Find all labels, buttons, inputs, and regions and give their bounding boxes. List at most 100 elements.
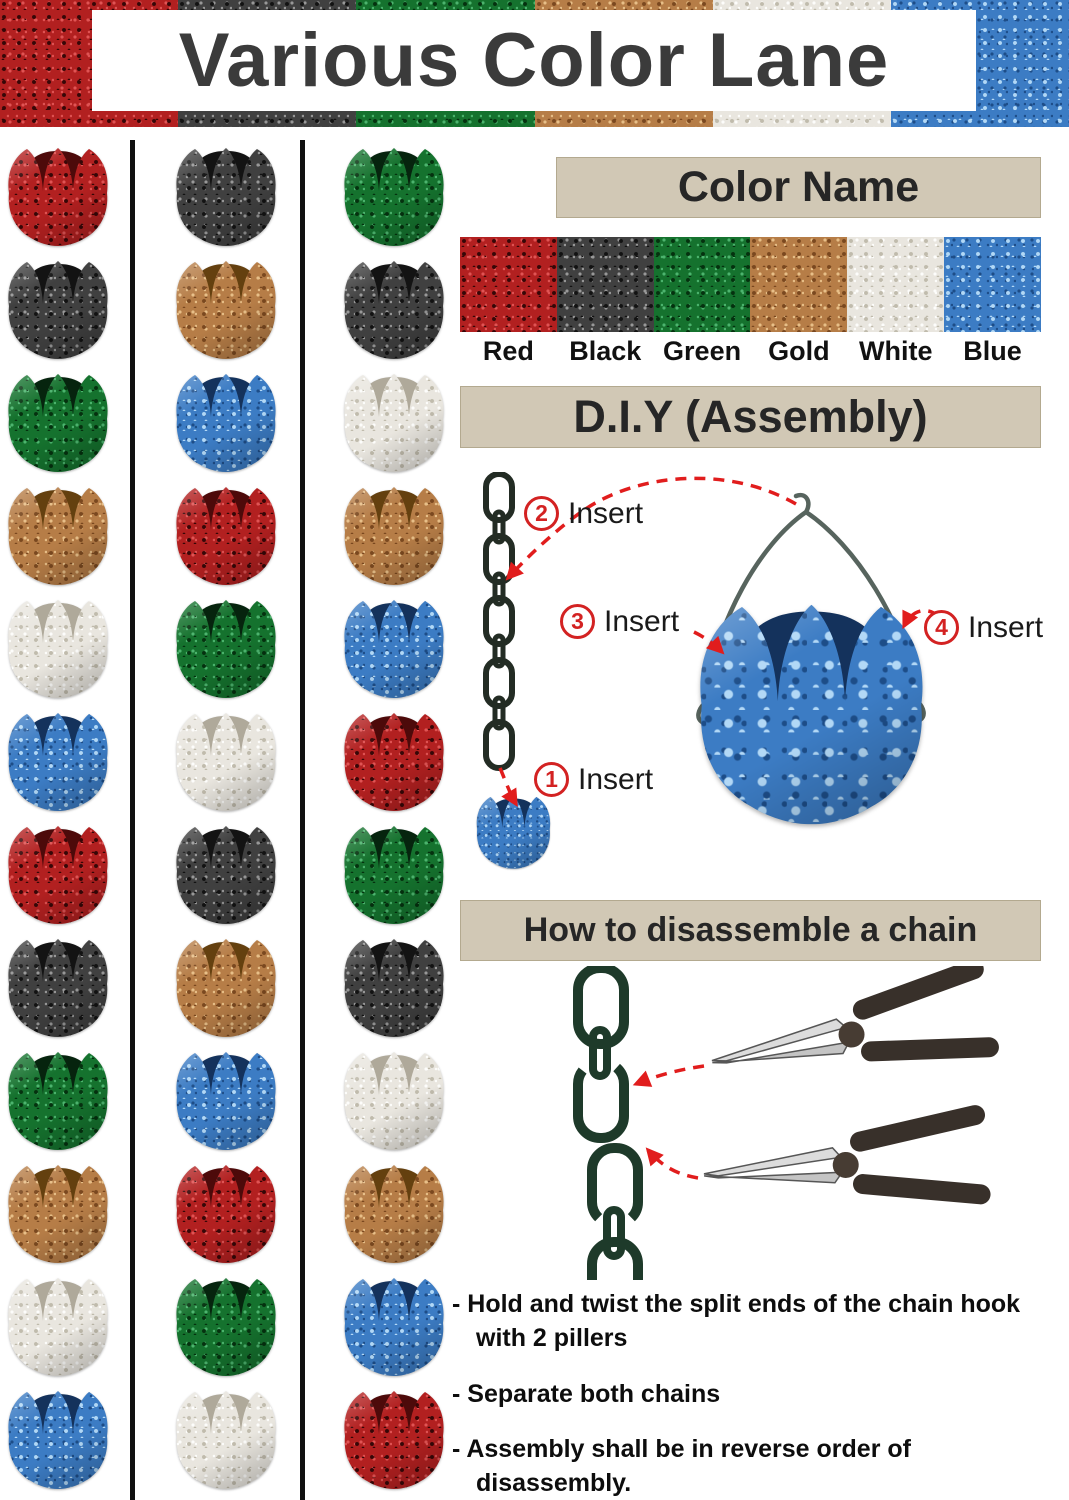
cup-shade [338,1388,450,1492]
tulip-cup-green [170,1275,282,1379]
tulip-cup-gold [170,258,282,362]
cup-shade [338,371,450,475]
cup-shade [338,1049,450,1153]
color-swatch-black [556,237,654,332]
cup-shade [2,823,114,927]
title-box: Various Color Lane [92,10,976,111]
color-label-red: Red [482,336,534,366]
color-swatch-red [460,237,557,332]
cup-shade [2,936,114,1040]
cup-shade [170,823,282,927]
cup-shade [2,597,114,701]
tulip-cup-blue [2,1388,114,1492]
tulip-cup-green [338,823,450,927]
tulip-cup-red [338,710,450,814]
tulip-cup-black [2,258,114,362]
cup-shade [2,145,114,249]
cup-column-2 [170,145,282,1500]
step-text: Insert [604,604,680,638]
disassemble-header: How to disassemble a chain [460,900,1041,961]
assembly-small-cup [472,794,555,871]
tulip-cup-black [2,936,114,1040]
color-label-white: White [858,336,933,366]
assembly-large-cup [686,598,937,831]
diy-header: D.I.Y (Assembly) [460,386,1041,448]
cup-shade [170,371,282,475]
cup-shade [2,258,114,362]
chain-icon [483,472,515,771]
cup-shade [338,710,450,814]
insert-step-3: 3 Insert [560,604,679,639]
cup-shade [170,597,282,701]
pliers-icon-bottom [699,1102,994,1226]
cup-shade [170,258,282,362]
cup-shade [686,598,937,831]
disassemble-title: How to disassemble a chain [523,911,978,949]
cup-shade [338,258,450,362]
tulip-cup-black [338,936,450,1040]
step-number: 2 [524,496,559,531]
cup-shade [170,1388,282,1492]
tulip-cup-white [2,597,114,701]
cup-shade [170,1162,282,1266]
tulip-cup-black [170,145,282,249]
cup-shade [170,484,282,588]
column-divider [130,140,135,1500]
cup-shade [472,794,555,871]
color-swatch-white [847,237,945,332]
cup-shade [2,484,114,588]
tulip-cup-blue [686,598,937,831]
instruction-item: - Separate both chains [452,1379,721,1408]
instructions-list: - Hold and twist the split ends of the c… [452,1288,1069,1500]
tulip-cup-gold [170,936,282,1040]
tulip-cup-blue [170,1049,282,1153]
cup-shade [338,823,450,927]
tulip-cup-blue [2,710,114,814]
tulip-cup-green [170,597,282,701]
dashed-arrow-pliers-top [632,1064,705,1087]
cup-column-3 [338,145,450,1500]
color-label-blue: Blue [963,336,1022,366]
color-swatch-blue [944,237,1041,332]
disassemble-illustration [573,955,1004,1323]
cup-shade [2,1275,114,1379]
tulip-cup-white [338,1049,450,1153]
tulip-cup-red [170,484,282,588]
color-name-title: Color Name [677,163,920,211]
tulip-cup-white [338,371,450,475]
cup-shade [170,145,282,249]
cup-shade [338,484,450,588]
cup-shade [170,936,282,1040]
step-text: Insert [568,496,644,530]
step-number: 4 [924,610,959,645]
cup-shade [338,1275,450,1379]
color-name-header: Color Name [556,157,1041,218]
cup-shade [338,936,450,1040]
cup-shade [2,371,114,475]
cup-shade [2,1049,114,1153]
cup-body [2,823,114,927]
cup-shade [170,710,282,814]
step-text: Insert [578,762,654,796]
column-divider [300,140,305,1500]
cup-shade [338,597,450,701]
tulip-cup-green [2,371,114,475]
cup-shade [170,1275,282,1379]
instruction-item: - Assembly shall be in reverse order of … [452,1435,911,1497]
page-title: Various Color Lane [178,18,890,103]
cup-shade [2,1388,114,1492]
tulip-cup-white [170,710,282,814]
diy-title: D.I.Y (Assembly) [573,391,928,442]
tulip-cup-gold [2,484,114,588]
cup-shade [338,145,450,249]
tulip-cup-green [338,145,450,249]
step-number: 3 [560,604,595,639]
color-label-gold: Gold [768,336,830,366]
cup-shade [2,1162,114,1266]
tulip-cup-white [2,1275,114,1379]
tulip-cup-blue [338,1275,450,1379]
tulip-cup-red [2,823,114,927]
